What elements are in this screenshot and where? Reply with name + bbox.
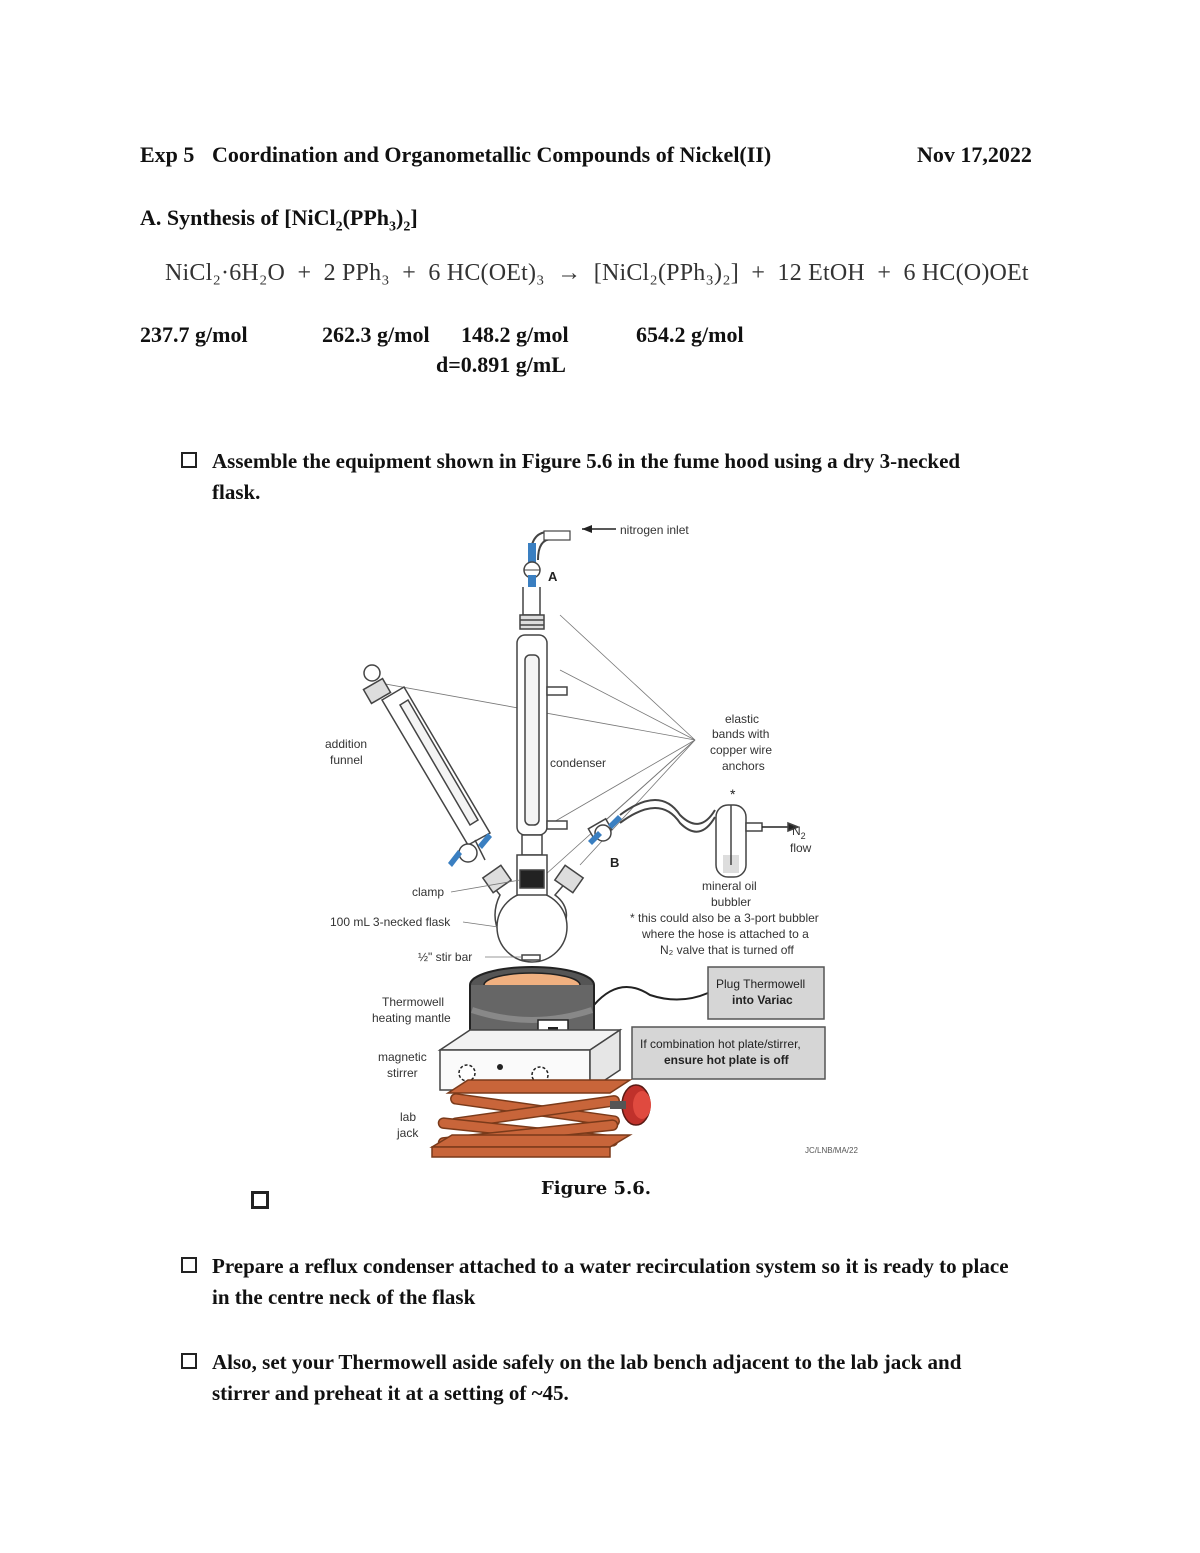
bubbler-note-3: N₂ valve that is turned off	[660, 943, 795, 957]
condenser-label: condenser	[550, 756, 606, 770]
thermowell-label-2: heating mantle	[372, 1011, 451, 1025]
molar-mass-nicl2: 237.7 g/mol	[140, 322, 248, 347]
svg-text:Plug Thermowell: Plug Thermowell	[716, 977, 805, 991]
hot-plate-callout: If combination hot plate/stirrer, ensure…	[631, 1026, 826, 1080]
bubbler-asterisk: *	[730, 786, 736, 802]
molar-mass-product: 654.2 g/mol	[636, 322, 744, 347]
elastic-bands-label-2: bands with	[712, 727, 769, 741]
jack-adjust-knob[interactable]	[610, 1084, 651, 1126]
figure-checkbox[interactable]	[251, 1191, 269, 1209]
reaction-equation: NiCl₂·6H₂O + 2 PPh₃ + 6 HC(OEt)₃ → [NiCl…	[165, 260, 1029, 286]
condenser	[516, 587, 568, 856]
elastic-bands-label-1: elastic	[725, 712, 759, 726]
experiment-number: Exp 5	[140, 142, 195, 167]
task-2-text: Prepare a reflux condenser attached to a…	[212, 1254, 1009, 1309]
n2-flow-label-2: flow	[790, 841, 812, 855]
stopcock-a-label: A	[548, 569, 558, 584]
lab-jack-label-2: jack	[396, 1126, 419, 1140]
bubbler-label-1: mineral oil	[702, 879, 757, 893]
stir-bar-label: ½" stir bar	[418, 950, 472, 964]
molar-mass-orthoformate: 148.2 g/mol	[461, 322, 569, 347]
elastic-bands-label-4: anchors	[722, 759, 765, 773]
three-necked-flask	[481, 854, 585, 963]
density-orthoformate: d=0.891 g/mL	[436, 352, 566, 377]
funnel-stopcock	[448, 833, 492, 867]
bubbler-label-2: bubbler	[711, 895, 751, 909]
molar-mass-pph3: 262.3 g/mol	[322, 322, 430, 347]
elastic-bands-label-3: copper wire	[710, 743, 772, 757]
thermowell-label-1: Thermowell	[382, 995, 444, 1009]
experiment-title: Coordination and Organometallic Compound…	[212, 142, 772, 167]
task-3-checkbox[interactable]	[181, 1353, 197, 1369]
experiment-date: Nov 17,2022	[917, 142, 1032, 167]
task-1-checkbox[interactable]	[181, 452, 197, 468]
n2-flow-label-1: N2	[792, 824, 806, 841]
addition-funnel	[362, 664, 492, 861]
side-arm-tubing	[587, 799, 716, 845]
bubbler-note-2: where the hose is attached to a	[641, 927, 809, 941]
stirrer-label-2: stirrer	[387, 1066, 418, 1080]
bubbler-note-1: * this could also be a 3-port bubbler	[630, 911, 819, 925]
task-2-checkbox[interactable]	[181, 1257, 197, 1273]
stirrer-label-1: magnetic	[378, 1050, 427, 1064]
leader-lines	[379, 614, 696, 876]
mineral-oil-bubbler	[715, 804, 801, 878]
task-1-text: Assemble the equipment shown in Figure 5…	[212, 449, 961, 504]
stopcock-a	[523, 543, 541, 587]
svg-text:If combination hot plate/stirr: If combination hot plate/stirrer,	[640, 1037, 801, 1051]
clamp-label: clamp	[412, 885, 444, 899]
plug-thermowell-callout: Plug Thermowell into Variac	[707, 966, 825, 1020]
svg-text:ensure hot plate is off: ensure hot plate is off	[664, 1053, 790, 1067]
flask-label: 100 mL 3-necked flask	[330, 915, 451, 929]
figure-credit: JC/LNB/MA/22	[805, 1146, 858, 1155]
figure-caption: Figure 5.6.	[541, 1178, 652, 1199]
addition-funnel-label-2: funnel	[330, 753, 363, 767]
apparatus-figure: nitrogen inlet A condenser addition funn…	[325, 523, 858, 1158]
task-3-text: Also, set your Thermowell aside safely o…	[212, 1350, 962, 1405]
section-a-title: A. Synthesis of [NiCl2(PPh3)2]	[140, 205, 418, 235]
nitrogen-inlet-label: nitrogen inlet	[620, 523, 689, 537]
stopcock-b-label: B	[610, 855, 619, 870]
lab-jack-label-1: lab	[400, 1110, 416, 1124]
svg-text:into Variac: into Variac	[732, 993, 793, 1007]
addition-funnel-label-1: addition	[325, 737, 367, 751]
nitrogen-inlet-tube	[529, 525, 616, 561]
lab-jack	[429, 1079, 633, 1158]
